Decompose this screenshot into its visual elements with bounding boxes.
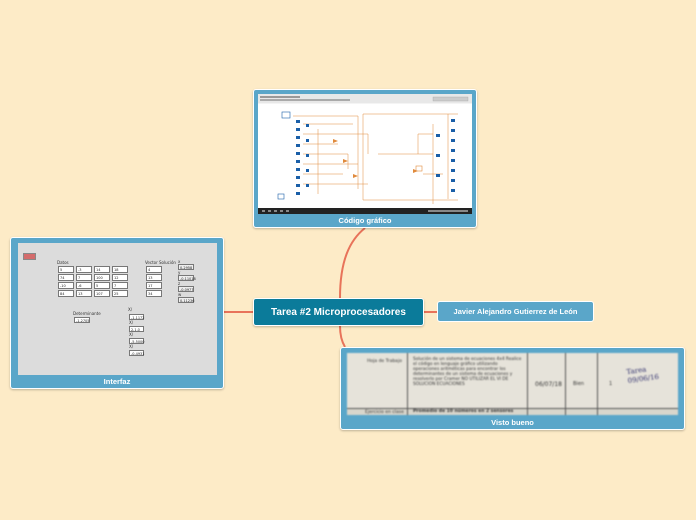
classwork-label: Ejercicio en clase — [365, 410, 404, 415]
classwork-description: Promedio de 10 números en 2 sensores — [413, 409, 514, 414]
visto-bueno-card[interactable]: Hoja de Trabajo Solución de un sistema d… — [340, 347, 685, 430]
assignment-status: Bien — [573, 381, 585, 387]
connector-visto — [339, 325, 346, 348]
matrix-cell[interactable]: 7 — [112, 282, 128, 289]
matrix-cell[interactable]: -6 — [76, 282, 92, 289]
solution-value: 0.11236 — [178, 297, 195, 303]
side-list-tag: X/ — [129, 320, 134, 325]
constant-cell[interactable]: 13 — [146, 274, 162, 281]
side-list-value: -5.5000 — [129, 338, 145, 344]
matrix-cell[interactable]: 84 — [58, 290, 74, 297]
solution-value: -0.11018 — [178, 275, 196, 281]
solution-value: 0.2958 — [178, 264, 194, 270]
matrix-cell[interactable]: 74 — [58, 274, 74, 281]
matrix-cell[interactable]: 107 — [94, 290, 110, 297]
determinant-label: Determinante — [73, 311, 101, 316]
side-list-value: -0.4931 — [129, 350, 145, 356]
solution-value: -0.0977 — [178, 286, 194, 292]
codigo-grafico-screenshot — [258, 94, 472, 214]
assignment-count: 1 — [609, 381, 613, 387]
stop-icon — [23, 253, 36, 260]
codigo-grafico-label: Código gráfico — [338, 215, 392, 225]
matrix-cell[interactable]: 12 — [112, 274, 128, 281]
codigo-grafico-card[interactable]: Código gráfico — [253, 89, 477, 228]
constant-cell[interactable]: 4 — [146, 266, 162, 273]
matrix-cell[interactable]: 14 — [94, 266, 110, 273]
matrix-cell[interactable]: 7 — [76, 274, 92, 281]
constant-cell[interactable]: 34 — [146, 290, 162, 297]
solution-label: z — [178, 281, 181, 286]
solution-label: y — [178, 270, 181, 275]
visto-bueno-photo: Hoja de Trabajo Solución de un sistema d… — [347, 353, 678, 415]
interfaz-label: Interfaz — [103, 376, 131, 386]
side-list-tag: X/ — [129, 344, 134, 349]
central-topic[interactable]: Tarea #2 Microprocesadores — [253, 298, 424, 326]
side-list-label: X/ — [128, 307, 133, 312]
author-topic-label: Javier Alejandro Gutierrez de León — [453, 307, 578, 316]
determinant-value: -1.2705 — [74, 317, 90, 323]
worksheet-label: Hoja de Trabajo — [367, 359, 402, 364]
connector-codigo — [339, 227, 366, 299]
matrix-cell[interactable]: -3 — [76, 266, 92, 273]
assignment-description: Solución de un sistema de ecuaciones 4x4… — [413, 357, 522, 387]
matrix-cell[interactable]: 5 — [94, 282, 110, 289]
matrix-cell[interactable]: 13 — [76, 290, 92, 297]
side-list-value: -1.1172 — [129, 314, 145, 320]
matrix-cell[interactable]: 18 — [112, 266, 128, 273]
interfaz-header-right: Vector Solución — [145, 260, 176, 265]
author-topic[interactable]: Javier Alejandro Gutierrez de León — [437, 301, 594, 322]
solution-label: x — [178, 259, 181, 264]
constant-cell[interactable]: 17 — [146, 282, 162, 289]
side-list-tag: X/ — [129, 332, 134, 337]
central-topic-label: Tarea #2 Microprocesadores — [271, 306, 406, 318]
block-diagram-image — [258, 94, 472, 214]
matrix-cell[interactable]: 100 — [94, 274, 110, 281]
side-list-value: 2.1.0 — [129, 326, 144, 332]
matrix-cell[interactable]: -10 — [58, 282, 74, 289]
interfaz-header-left: Datos — [57, 260, 69, 265]
matrix-cell[interactable]: 25 — [112, 290, 128, 297]
solution-label: w — [178, 292, 182, 297]
assignment-date: 06/07/18 — [535, 381, 562, 388]
visto-bueno-label: Visto bueno — [491, 417, 534, 427]
matrix-cell[interactable]: 5 — [58, 266, 74, 273]
